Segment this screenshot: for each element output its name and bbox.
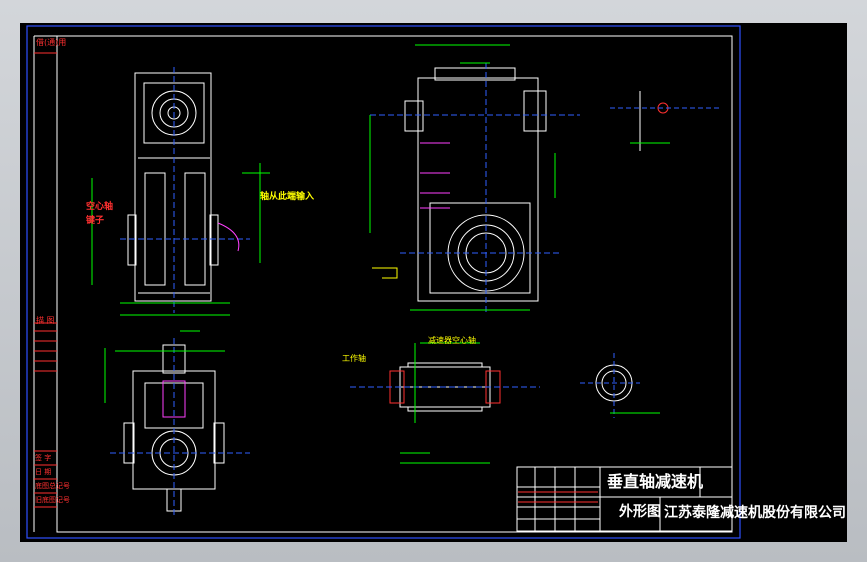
rev-3: 底图总记号 <box>35 482 70 490</box>
input-label: 轴从此端输入 <box>260 192 315 202</box>
front-bolts <box>420 142 450 209</box>
outer-border <box>26 25 741 539</box>
company-name: 江苏泰隆减速机股份有限公司 <box>664 505 846 521</box>
detail-title: 减速器空心轴 <box>428 336 476 345</box>
title-block <box>516 466 733 532</box>
front-view <box>404 67 547 302</box>
top-tag: 借(通)用 <box>36 38 67 47</box>
rev-2: 日 期 <box>35 468 52 476</box>
side-accents <box>162 380 186 418</box>
plan-centerlines <box>120 67 250 313</box>
plan-dims <box>91 163 270 316</box>
front-dims <box>369 44 556 311</box>
drawing-svg <box>26 25 741 539</box>
rev-1: 签 字 <box>35 454 52 462</box>
keyway-label: 键子 <box>86 216 105 226</box>
side-centerlines <box>110 338 250 518</box>
drain-valve <box>372 267 398 279</box>
cad-drawing-canvas[interactable]: 借(通)用 描 图 签 字 日 期 底图总记号 旧底图记号 空心轴 键子 轴从此… <box>20 23 847 542</box>
plan-view <box>127 72 219 302</box>
input-arc <box>217 222 240 252</box>
circle-section <box>580 353 660 418</box>
rev-lines <box>34 330 57 508</box>
hollow-shaft-label: 空心轴 <box>86 202 114 212</box>
shaft-dims <box>400 342 490 464</box>
side-dims <box>104 330 225 403</box>
drawing-subtitle: 外形图 <box>619 504 661 520</box>
drawing-title: 垂直轴减速机 <box>607 472 704 491</box>
work-shaft-label: 工作轴 <box>342 354 366 363</box>
title-block-red <box>518 491 598 503</box>
side-tag: 描 图 <box>36 316 55 325</box>
rev-4: 旧底图记号 <box>35 496 70 504</box>
inner-border <box>56 35 733 533</box>
section-detail <box>610 91 720 151</box>
front-centerlines <box>370 63 580 313</box>
